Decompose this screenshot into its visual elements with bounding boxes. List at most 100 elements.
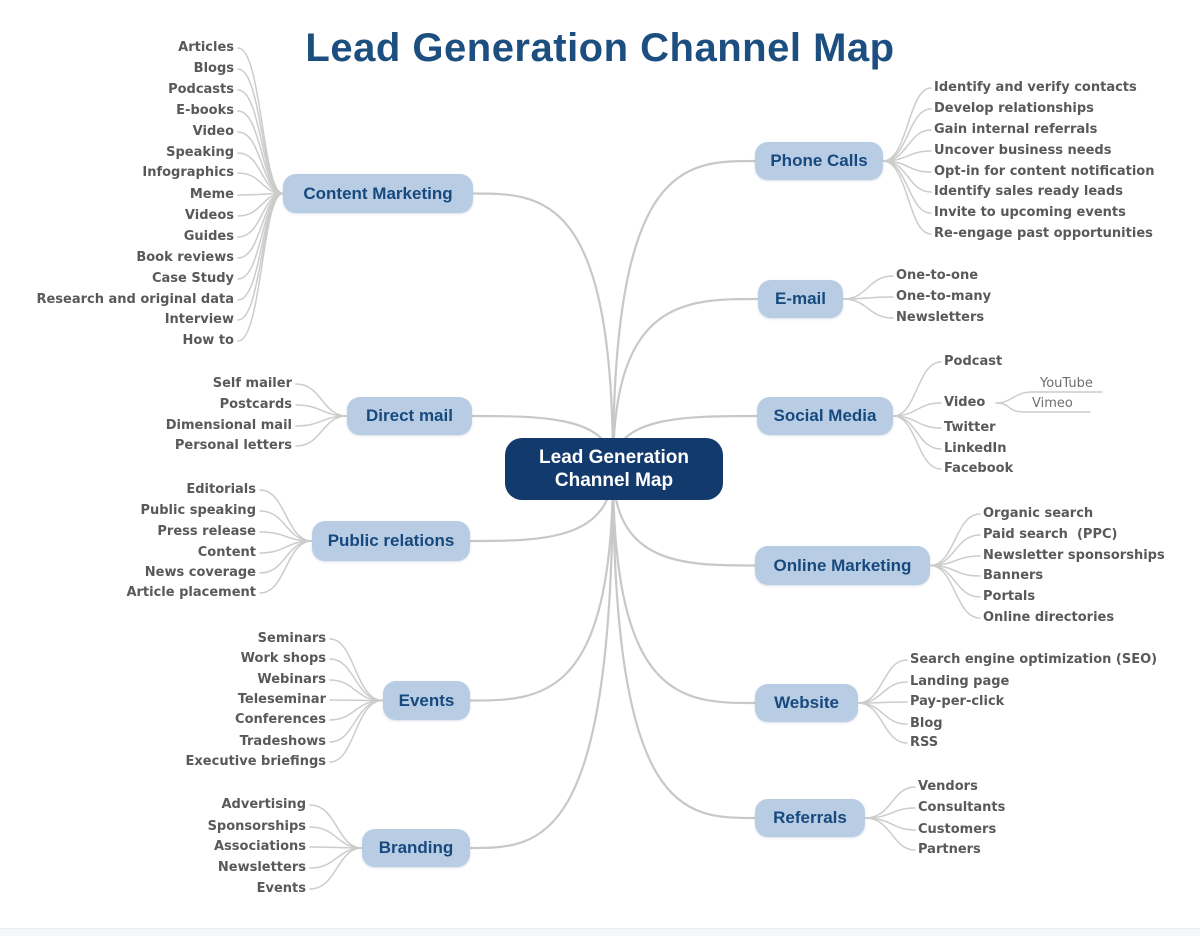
leaf-node[interactable]: Videos	[184, 208, 234, 223]
connector-path	[611, 159, 757, 470]
leaf-node[interactable]: Facebook	[944, 461, 1014, 476]
leaf-node[interactable]: Vendors	[918, 779, 978, 794]
leaf-node[interactable]: E-books	[176, 103, 234, 118]
leaf-node[interactable]: Newsletters	[896, 310, 985, 325]
branch-node-direct-mail[interactable]: Direct mail	[347, 397, 472, 435]
connector-path	[882, 160, 932, 214]
connector-path	[329, 699, 384, 743]
leaf-node[interactable]: Partners	[918, 842, 981, 857]
leaf-node[interactable]: Pay-per-click	[910, 694, 1005, 709]
connector-path	[295, 415, 348, 447]
connector-path	[237, 89, 284, 195]
leaf-node[interactable]: Research and original data	[36, 292, 234, 307]
connector-path	[237, 192, 284, 342]
leaf-node[interactable]: Blog	[910, 716, 943, 731]
leaf-node[interactable]: Executive briefings	[185, 754, 326, 769]
branch-node-phone-calls[interactable]: Phone Calls	[755, 142, 883, 180]
leaf-node[interactable]: Speaking	[166, 145, 234, 160]
leaf-node[interactable]: Conferences	[235, 712, 326, 727]
leaf-node[interactable]: Uncover business needs	[934, 143, 1112, 158]
branch-node-branding[interactable]: Branding	[362, 829, 470, 867]
leaf-node[interactable]: Webinars	[257, 672, 326, 687]
leaf-node[interactable]: Postcards	[219, 397, 292, 412]
branch-node-events[interactable]: Events	[383, 681, 470, 720]
leaf-node[interactable]: Newsletters	[217, 860, 306, 875]
leaf-node[interactable]: Personal letters	[174, 438, 292, 453]
leaf-node[interactable]: Re-engage past opportunities	[934, 226, 1153, 241]
leaf-node-link[interactable]: Vimeo	[1032, 396, 1073, 411]
leaf-node[interactable]: Develop relationships	[934, 101, 1094, 116]
leaf-node[interactable]: Self mailer	[212, 376, 292, 391]
leaf-node[interactable]: Podcast	[944, 354, 1003, 369]
connector-path	[864, 817, 916, 851]
branch-node-e-mail[interactable]: E-mail	[758, 280, 843, 318]
leaf-node[interactable]: Content	[197, 545, 256, 560]
leaf-node[interactable]: News coverage	[144, 565, 256, 580]
connector-path	[611, 466, 757, 705]
leaf-node[interactable]: Newsletter sponsorships	[983, 548, 1165, 563]
leaf-node[interactable]: Banners	[983, 568, 1044, 583]
connector-path	[882, 87, 932, 162]
leaf-node[interactable]: Search engine optimization (SEO)	[910, 652, 1158, 667]
leaf-node[interactable]: Customers	[918, 822, 997, 837]
leaf-node[interactable]: Public speaking	[140, 503, 256, 518]
branch-node-social-media[interactable]: Social Media	[757, 397, 893, 435]
leaf-node[interactable]: Editorials	[186, 482, 256, 497]
leaf-node[interactable]: Opt-in for content notification	[934, 164, 1155, 179]
connector-path	[309, 847, 363, 869]
leaf-node[interactable]: How to	[182, 333, 235, 348]
leaf-node[interactable]: Portals	[983, 589, 1036, 604]
connector-path	[857, 702, 908, 725]
leaf-node[interactable]: Teleseminar	[237, 692, 326, 707]
connector-path	[329, 699, 384, 721]
central-topic-node[interactable]: Lead Generation Channel Map	[505, 438, 723, 500]
leaf-node[interactable]: Invite to upcoming events	[934, 205, 1126, 220]
leaf-node[interactable]: Work shops	[240, 651, 326, 666]
branch-node-website[interactable]: Website	[755, 684, 858, 722]
footer-strip	[0, 928, 1200, 936]
connector-path	[468, 466, 615, 702]
branch-node-content-marketing[interactable]: Content Marketing	[283, 174, 473, 213]
leaf-node[interactable]: Blogs	[193, 61, 234, 76]
leaf-node[interactable]: Organic search	[983, 506, 1094, 521]
leaf-node[interactable]: One-to-one	[896, 268, 979, 283]
leaf-node[interactable]: Tradeshows	[239, 734, 326, 749]
branch-node-online-marketing[interactable]: Online Marketing	[755, 546, 930, 585]
leaf-node[interactable]: Landing page	[910, 674, 1010, 689]
central-topic-line1: Lead Generation	[539, 447, 689, 468]
leaf-node[interactable]: Case Study	[151, 271, 234, 286]
branch-node-public-relations[interactable]: Public relations	[312, 521, 470, 561]
leaf-node[interactable]: Press release	[157, 524, 256, 539]
leaf-node[interactable]: Seminars	[257, 631, 326, 646]
connector-path	[857, 702, 908, 744]
leaf-node-link[interactable]: YouTube	[1040, 376, 1093, 391]
leaf-node[interactable]: Advertising	[221, 797, 307, 812]
leaf-node[interactable]: Paid search (PPC)	[983, 527, 1118, 542]
leaf-node[interactable]: Video	[944, 395, 986, 410]
leaf-node[interactable]: Sponsorships	[207, 819, 306, 834]
leaf-node[interactable]: Identify sales ready leads	[934, 184, 1123, 199]
leaf-node[interactable]: Interview	[164, 312, 234, 327]
leaf-node[interactable]: Articles	[178, 40, 234, 55]
leaf-node[interactable]: RSS	[910, 735, 939, 750]
leaf-node[interactable]: Dimensional mail	[165, 418, 292, 433]
connector-path	[611, 466, 757, 820]
leaf-node[interactable]: One-to-many	[896, 289, 992, 304]
branch-node-referrals[interactable]: Referrals	[755, 799, 865, 837]
leaf-node[interactable]: Consultants	[918, 800, 1006, 815]
leaf-node[interactable]: Article placement	[126, 585, 256, 600]
leaf-node[interactable]: Twitter	[944, 420, 996, 435]
leaf-node[interactable]: Meme	[189, 187, 234, 202]
leaf-node[interactable]: Identify and verify contacts	[934, 80, 1137, 95]
leaf-node[interactable]: Infographics	[142, 165, 234, 180]
leaf-node[interactable]: LinkedIn	[944, 441, 1007, 456]
leaf-node[interactable]: Video	[192, 124, 234, 139]
leaf-node[interactable]: Book reviews	[136, 250, 234, 265]
leaf-node[interactable]: Podcasts	[168, 82, 234, 97]
leaf-node[interactable]: Guides	[183, 229, 234, 244]
leaf-node[interactable]: Events	[256, 881, 306, 896]
leaf-node[interactable]: Gain internal referrals	[934, 122, 1098, 137]
leaf-node[interactable]: Online directories	[983, 610, 1115, 625]
leaf-node[interactable]: Associations	[214, 839, 306, 854]
